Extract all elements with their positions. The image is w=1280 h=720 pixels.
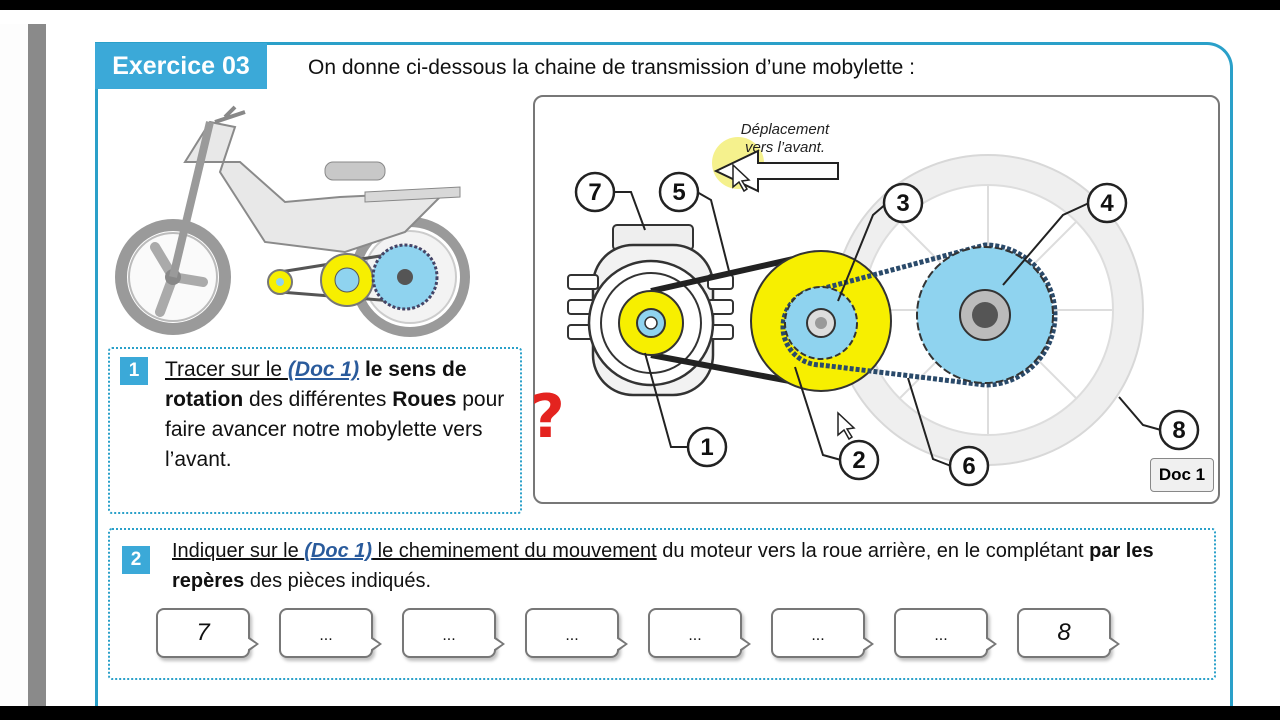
q1-t1: Tracer sur le xyxy=(165,358,288,381)
answer-box[interactable]: ... xyxy=(771,608,874,658)
worksheet-page: Exercice 03 On donne ci-dessous la chain… xyxy=(0,10,1280,706)
marker-5: 5 xyxy=(672,179,685,206)
marker-4: 4 xyxy=(1100,190,1114,217)
direction-label-line2: vers l’avant. xyxy=(745,139,825,156)
q2-t1: Indiquer sur le xyxy=(172,540,305,562)
doc1-label: Doc 1 xyxy=(1150,458,1214,492)
answer-value: ... xyxy=(442,627,456,644)
q2-t3: le cheminement du mouvement xyxy=(372,540,657,562)
answer-box[interactable]: ... xyxy=(525,608,628,658)
answer-value: 7 xyxy=(196,619,210,646)
exercise-tag: Exercice 03 xyxy=(95,43,267,89)
direction-label-line1: Déplacement xyxy=(741,121,830,138)
mouse-cursor-icon xyxy=(732,163,751,193)
answer-box[interactable]: ... xyxy=(894,608,997,658)
answer-chain: 7 ... ... ... ... ... ... 8 xyxy=(156,608,1136,660)
left-binding-bar xyxy=(28,24,46,706)
transmission-diagram: Déplacement vers l’avant. 7 5 3 xyxy=(567,121,1200,487)
question-mark-icon: ? xyxy=(530,382,565,452)
q1-t6: pour faire avancer notre mobylette vers … xyxy=(165,388,505,471)
q1-t3: le sens de rotation xyxy=(165,358,467,411)
marker-7: 7 xyxy=(588,179,601,206)
exercise-frame xyxy=(95,42,1233,706)
marker-3: 3 xyxy=(896,190,909,217)
answer-box[interactable]: 8 xyxy=(1017,608,1120,658)
marker-2: 2 xyxy=(852,447,865,474)
marker-8: 8 xyxy=(1172,417,1185,444)
answer-value: ... xyxy=(688,627,702,644)
q1-t4: des différentes xyxy=(243,388,393,411)
mouse-cursor-icon xyxy=(837,411,856,441)
answer-value: ... xyxy=(811,627,825,644)
question-2-box xyxy=(108,528,1216,680)
answer-value: 8 xyxy=(1057,619,1071,646)
q2-t4: du moteur vers la roue arrière, en le co… xyxy=(656,540,1090,562)
answer-box[interactable]: ... xyxy=(648,608,751,658)
answer-box[interactable]: ... xyxy=(402,608,505,658)
question-1-text: Tracer sur le (Doc 1) le sens de rotatio… xyxy=(165,355,510,475)
marker-1: 1 xyxy=(700,434,713,461)
q2-t6: des pièces indiqués. xyxy=(244,570,432,592)
left-margin xyxy=(0,24,28,706)
moped-illustration xyxy=(115,105,470,337)
q1-doc-ref: (Doc 1) xyxy=(287,358,360,381)
q2-t5: par les repères xyxy=(172,540,1154,592)
answer-value: ... xyxy=(565,627,579,644)
question-2-text: Indiquer sur le (Doc 1) le cheminement d… xyxy=(172,536,1192,596)
question-1-number: 1 xyxy=(120,357,148,385)
answer-value: ... xyxy=(319,627,333,644)
question-1-box xyxy=(108,347,522,514)
question-2-number: 2 xyxy=(122,546,150,574)
q1-t5: Roues xyxy=(392,388,457,411)
exercise-intro: On donne ci-dessous la chaine de transmi… xyxy=(308,56,916,79)
q2-doc-ref: (Doc 1) xyxy=(304,540,373,562)
answer-value: ... xyxy=(934,627,948,644)
answer-box[interactable]: 7 xyxy=(156,608,259,658)
marker-6: 6 xyxy=(962,453,975,480)
answer-box[interactable]: ... xyxy=(279,608,382,658)
